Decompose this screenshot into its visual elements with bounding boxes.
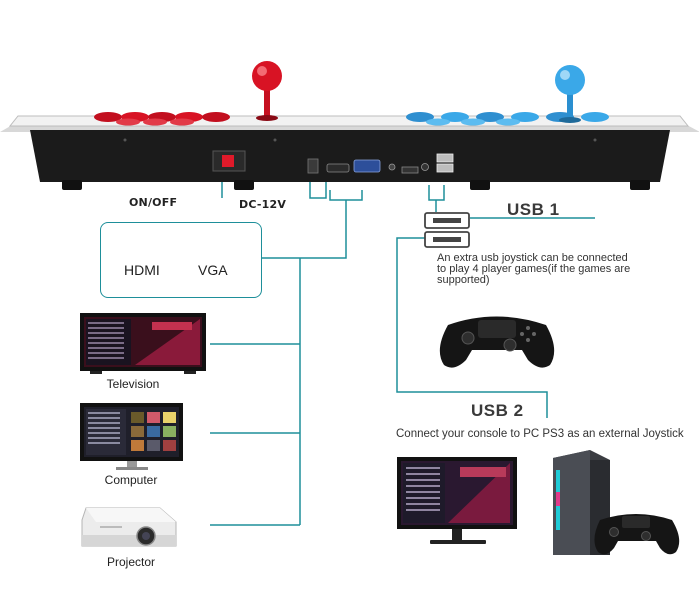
usb2-title: USB 2 bbox=[471, 401, 524, 420]
arcade-console bbox=[0, 61, 699, 190]
computer-label: Computer bbox=[104, 473, 158, 487]
blue-joystick bbox=[555, 65, 585, 123]
dc-callout-line bbox=[309, 182, 327, 199]
vga-label: VGA bbox=[198, 262, 228, 278]
usb-port-icons bbox=[424, 212, 470, 248]
connector-lines bbox=[210, 182, 595, 526]
usb1-note-line1: An extra usb joystick can be connected bbox=[437, 252, 628, 264]
red-joystick bbox=[252, 61, 282, 121]
usb2-note: Connect your console to PC PS3 as an ext… bbox=[396, 428, 684, 440]
usb2-link bbox=[396, 237, 548, 418]
projector-icon bbox=[81, 507, 177, 547]
red-buttons bbox=[94, 112, 230, 126]
on-off-label: ON/OFF bbox=[129, 196, 178, 209]
usb1-note-line3: supported) bbox=[437, 274, 490, 286]
dc-label: DC-12V bbox=[239, 198, 287, 211]
port-panel bbox=[307, 153, 454, 174]
monitor-icon bbox=[397, 457, 517, 544]
hdmi-label: HDMI bbox=[124, 262, 160, 278]
usb1-title: USB 1 bbox=[507, 200, 560, 219]
television-label: Television bbox=[106, 377, 160, 391]
blue-buttons bbox=[406, 112, 609, 126]
projector-label: Projector bbox=[106, 555, 156, 569]
television-icon bbox=[80, 313, 206, 374]
power-switch bbox=[212, 150, 246, 172]
gamepad-small-icon bbox=[594, 514, 680, 555]
video-port-box bbox=[100, 222, 262, 298]
usb-bracket bbox=[428, 185, 445, 201]
hdmi-vga-link bbox=[260, 200, 347, 259]
computer-icon bbox=[80, 403, 183, 470]
usb1-note-line2: to play 4 player games(if the games are bbox=[437, 263, 631, 275]
video-bracket bbox=[329, 190, 363, 201]
gamepad-icon bbox=[439, 316, 555, 368]
